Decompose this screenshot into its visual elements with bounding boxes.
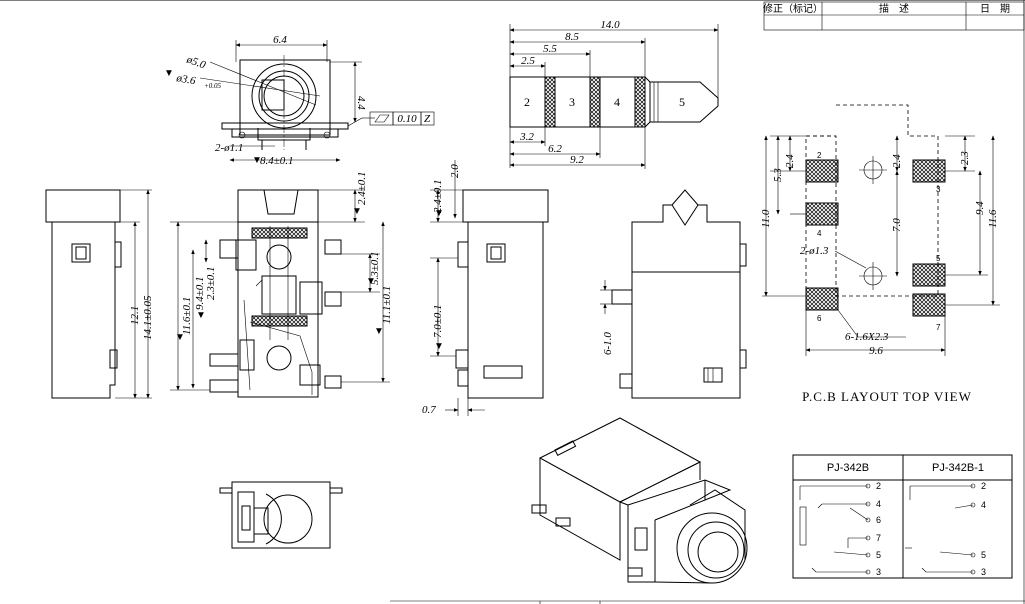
pcb-dim-pads: 6-1.6X2.3 [845,331,889,343]
pcb-dim-7-0: 7.0 [891,218,903,232]
revision-header-desc: 描 述 [879,2,909,15]
dim-dia-inner-tol: +0.05 [204,82,221,90]
dim-hole: 2-ø1.1 [215,142,243,154]
left-dim-14-1: 14.1±0.05 [142,295,154,340]
pcb-dim-2-4b: 2.4 [891,154,903,168]
dim-dia-inner: ø3.6 [174,72,197,87]
svg-text:▼: ▼ [434,208,444,219]
pcb-dim-2-4a: 2.4 [784,154,796,168]
pcb-layout: 2 3 4 5 6 7 2.4 5.3 11.0 2.4 7.0 2.3 9.4… [760,104,1000,404]
dim-height: 4.4 [355,96,367,110]
schematic-right-title: PJ-342B-1 [932,462,984,474]
section-dim-9-4: 9.4±0.1 [194,276,206,310]
revision-table: 修正（标记） 描 述 日 期 [763,1,1025,31]
plug-dim-3-2: 3.2 [519,131,534,143]
mid-dim-0-7: 0.7 [422,404,436,416]
svg-text:▼: ▼ [374,326,384,337]
schematic-right-pin-3: 3 [981,567,986,577]
flatness-value: 0.10 [397,113,417,125]
right-dim-6-1-0: 6-1.0 [602,332,614,355]
plug-dim-total: 14.0 [600,19,620,31]
mid-dim-2-4: 2.4±0.1 [432,179,444,213]
plug-dim-6-2: 6.2 [548,143,562,155]
schematic-table: PJ-342B PJ-342B-1 2 4 6 7 5 3 [792,454,1013,579]
pcb-dim-9-6: 9.6 [869,345,883,357]
mid-dim-2-0: 2.0 [449,164,461,178]
pcb-dim-9-4: 9.4 [974,201,986,215]
section-dim-2-3: 2.3±0.1 [205,266,217,300]
pcb-dim-11-0: 11.0 [760,209,772,228]
pcb-pad-2 [805,159,839,183]
section-view: ▼ 11.6±0.1 9.4±0.1 ▼ 2.3±0.1 ▼ 2.4±0.1 ▼… [170,171,393,398]
pcb-pad-6 [805,287,839,311]
plug-segment-5: 5 [679,95,685,109]
schematic-left-pin-5: 5 [876,550,881,560]
pcb-pad-7-label: 7 [936,323,941,332]
side-view-left: 12.1 14.1±0.05 [45,189,154,399]
schematic-right-pin-4: 4 [981,500,986,510]
left-dim-12-1: 12.1 [129,306,141,325]
dim-dia-outer: ø5.0 [184,53,208,71]
plug-dim-2-5: 2.5 [521,55,535,67]
pcb-pad-3 [912,159,946,183]
svg-text:▼: ▼ [164,68,174,79]
pcb-pad-4 [805,202,839,226]
bottom-view [219,481,343,549]
pcb-dim-11-6: 11.6 [987,209,999,228]
schematic-left-pin-4: 4 [876,499,881,509]
pcb-pad-3-label: 3 [936,185,941,194]
section-dim-5-3: 5.3±0.1 [369,251,381,285]
schematic-left-pin-7: 7 [876,533,881,543]
pcb-pad-2-label: 2 [817,151,822,160]
pcb-pad-5 [912,263,946,287]
mid-dim-7-0: 7.0±0.1 [432,304,444,338]
section-dim-2-4: 2.4±0.1 [356,171,368,205]
svg-text:▼: ▼ [175,332,185,343]
plug-dim-5-5: 5.5 [543,43,557,55]
svg-text:▼: ▼ [196,310,206,321]
svg-text:▼: ▼ [252,155,262,166]
flatness-ref: Z [424,113,431,125]
svg-text:▼: ▼ [366,276,376,287]
plug-view: 2 3 4 5 14.0 8.5 5.5 2.5 3.2 6.2 9.2 [509,19,719,169]
plug-segment-3: 3 [569,95,575,109]
pcb-pad-6-label: 6 [817,314,822,323]
schematic-left-pin-3: 3 [876,567,881,577]
revision-header-date: 日 期 [980,3,1010,15]
side-view-right: 6-1.0 [600,189,747,399]
revision-header-mark: 修正（标记） [763,2,823,15]
section-dim-11-6: 11.6±0.1 [181,297,193,335]
schematic-left-pin-6: 6 [876,515,881,525]
schematic-left-title: PJ-342B [827,462,869,474]
schematic-right-pin-2: 2 [981,481,986,491]
svg-text:▼: ▼ [434,341,444,352]
side-view-mid: ▼ 2.4±0.1 2.0 ▼ 7.0±0.1 0.7 [422,160,549,416]
svg-text:▼: ▼ [352,206,362,217]
section-dim-11-1: 11.1±0.1 [381,286,393,324]
pcb-pad-4-label: 4 [817,229,822,238]
schematic-right-pin-5: 5 [981,550,986,560]
isometric-view [531,417,748,584]
pcb-dim-2-3: 2.3 [959,151,971,165]
dim-width: 6.4 [273,34,287,46]
pcb-layout-caption: P.C.B LAYOUT TOP VIEW [802,389,972,404]
pcb-dim-5-3: 5.3 [772,168,784,182]
dim-pitch: 8.4±0.1 [260,155,294,167]
plug-dim-9-2: 9.2 [570,154,584,166]
plug-dim-8-5: 8.5 [565,31,579,43]
plug-segment-2: 2 [524,95,530,109]
plug-segment-4: 4 [614,95,620,109]
schematic-left-pin-2: 2 [876,481,881,491]
pcb-dim-holes: 2-ø1.3 [800,245,829,257]
front-view: 6.4 4.4 ø5.0 ▼ ø3.6 +0.05 2-ø1.1 ▼ 8.4±0… [164,34,435,167]
pcb-pad-7 [912,293,946,317]
pcb-pad-5-label: 5 [936,254,941,263]
